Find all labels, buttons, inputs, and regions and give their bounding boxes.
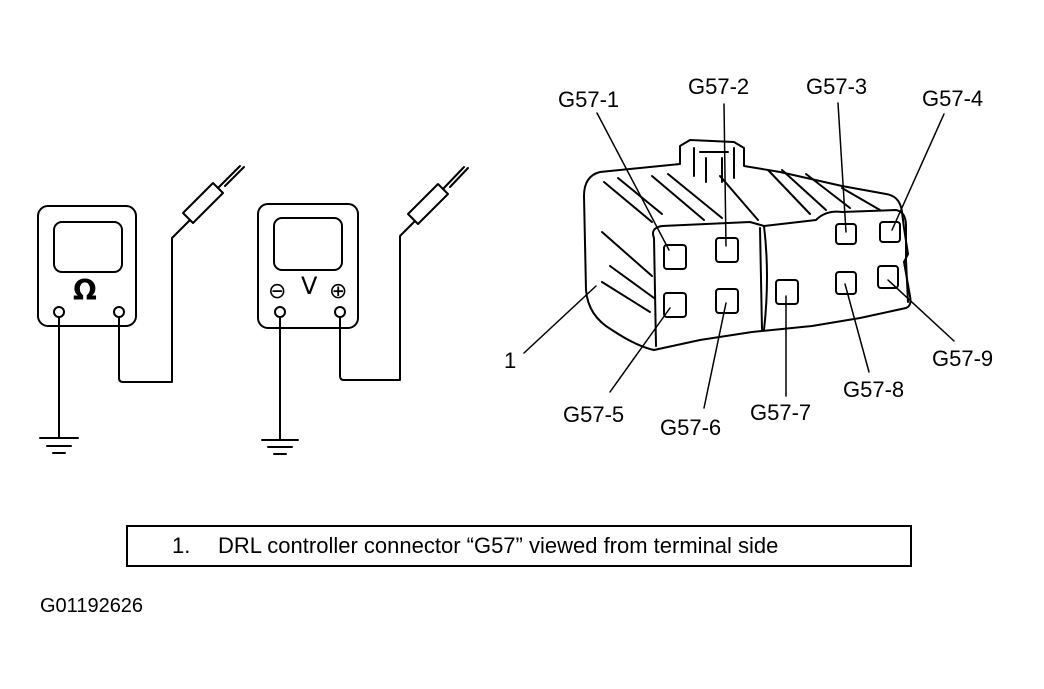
leader-lines xyxy=(523,102,955,409)
connector-callout-label: 1 xyxy=(504,348,516,373)
voltmeter-probe-lead xyxy=(339,220,416,381)
ohmmeter-probe-lead xyxy=(118,219,191,383)
connector-g57 xyxy=(523,102,955,409)
cavity-1 xyxy=(663,244,687,270)
ohm-symbol: Ω xyxy=(73,274,97,307)
connector-face xyxy=(652,209,909,347)
positive-symbol: ⊕ xyxy=(329,279,347,304)
legend-text: DRL controller connector “G57” viewed fr… xyxy=(218,533,779,558)
terminal-label-g57-3: G57-3 xyxy=(806,74,867,99)
cavity-7 xyxy=(775,279,799,305)
cavity-5 xyxy=(663,292,687,318)
terminal-cavities xyxy=(663,221,901,318)
cavity-8 xyxy=(835,271,857,295)
terminal-label-g57-8: G57-8 xyxy=(843,377,904,402)
connector-divider xyxy=(759,225,768,331)
legend-box: 1. DRL controller connector “G57” viewed… xyxy=(126,525,912,567)
ohmmeter xyxy=(37,165,245,454)
volt-symbol: V xyxy=(301,272,318,300)
terminal-label-g57-2: G57-2 xyxy=(688,74,749,99)
voltmeter xyxy=(257,166,469,455)
cavity-9 xyxy=(877,265,899,289)
ground-icon xyxy=(39,437,79,454)
ohmmeter-body xyxy=(37,205,137,327)
connector-latch xyxy=(693,147,735,183)
ohmmeter-terminal-right xyxy=(113,306,125,318)
connector-ridges xyxy=(603,169,881,223)
negative-symbol: ⊖ xyxy=(268,279,286,304)
voltmeter-terminal-negative xyxy=(274,306,286,318)
connector-side-grooves xyxy=(601,231,655,313)
voltmeter-display xyxy=(273,217,343,271)
voltmeter-body xyxy=(257,203,359,329)
cavity-4 xyxy=(879,221,901,243)
terminal-label-g57-5: G57-5 xyxy=(563,402,624,427)
terminal-label-g57-6: G57-6 xyxy=(660,415,721,440)
terminal-label-g57-4: G57-4 xyxy=(922,86,983,111)
legend-number: 1. xyxy=(172,533,191,558)
ohmmeter-terminal-left xyxy=(53,306,65,318)
connector-body xyxy=(583,139,912,351)
figure-id: G01192626 xyxy=(40,595,144,617)
voltmeter-terminal-positive xyxy=(334,306,346,318)
ground-icon xyxy=(261,439,299,455)
probe-icon xyxy=(407,166,469,225)
terminal-label-g57-9: G57-9 xyxy=(932,346,993,371)
cavity-6 xyxy=(715,288,739,314)
probe-icon xyxy=(182,165,245,224)
ohmmeter-display xyxy=(53,221,123,273)
terminal-label-g57-7: G57-7 xyxy=(750,400,811,425)
terminal-label-g57-1: G57-1 xyxy=(558,87,619,112)
cavity-2 xyxy=(715,237,739,263)
